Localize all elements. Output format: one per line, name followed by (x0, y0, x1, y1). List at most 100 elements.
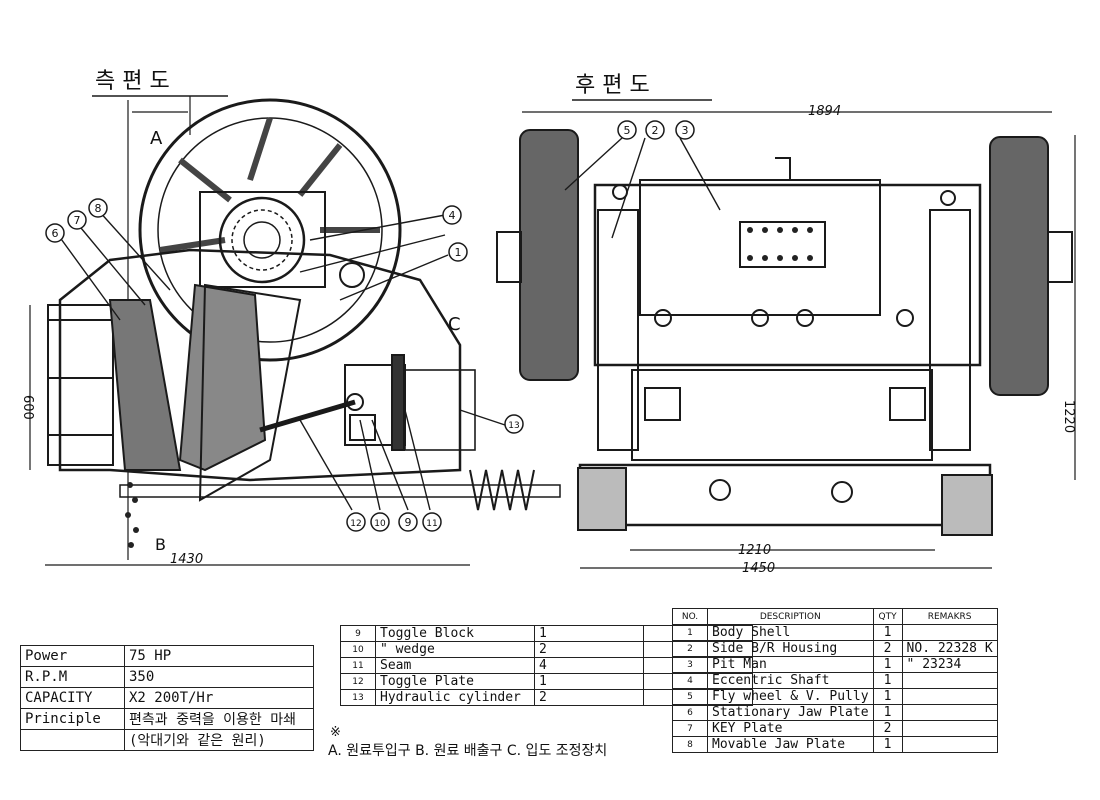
callout-10: 10 (370, 512, 390, 532)
part-qty: 1 (872, 672, 903, 689)
tension-spring (469, 469, 535, 511)
part-qty: 1 (872, 688, 903, 705)
part-desc: Seam (375, 657, 535, 674)
side-view-title: 측 편 도 (95, 69, 170, 94)
dim-side-width: 1430 (170, 552, 203, 567)
stationary-jaw (108, 299, 182, 471)
part-desc: Side B/R Housing (707, 640, 874, 657)
spec-key: R.P.M (20, 666, 125, 688)
part-no: 12 (340, 673, 376, 690)
part-desc: Toggle Plate (375, 673, 535, 690)
part-rem: " 23234 (901, 656, 998, 673)
spec-key: CAPACITY (20, 687, 125, 709)
part-no: 11 (340, 657, 376, 674)
part-no: 8 (672, 736, 708, 753)
part-desc: Body Shell (707, 624, 874, 641)
dim-rear-overall: 1894 (808, 104, 841, 119)
parts-header-row: NO. DESCRIPTION QTY REMAKRS (672, 608, 998, 625)
rear-body (593, 183, 982, 367)
part-desc: KEY Plate (707, 720, 874, 737)
part-desc: Movable Jaw Plate (707, 736, 874, 753)
base-block-right (941, 474, 993, 536)
discharge-material (125, 482, 139, 548)
spec-value: 편측과 중력을 이용한 마쇄 (124, 708, 314, 730)
part-no: 3 (672, 656, 708, 673)
inspection-plate (739, 221, 826, 268)
legend-note: ※ A. 원료투입구 B. 원료 배출구 C. 입도 조정장치 (328, 725, 607, 760)
header-remarks: REMAKRS (901, 608, 998, 625)
callout-number: 1 (455, 246, 462, 259)
spec-value: 350 (124, 666, 314, 688)
part-rem (901, 624, 998, 641)
callout-number: 11 (426, 519, 437, 529)
callout-1: 1 (448, 242, 468, 262)
spec-value: (악대기와 같은 원리) (124, 729, 314, 751)
callout-number: 12 (350, 519, 361, 529)
part-rem (901, 720, 998, 737)
part-qty: 2 (534, 641, 644, 658)
dim-rear-inner: 1210 (738, 543, 771, 558)
part-qty: 1 (872, 736, 903, 753)
callout-7: 7 (67, 210, 87, 230)
callouts (55, 137, 721, 511)
movable-jaw (178, 283, 267, 472)
callout-13: 13 (504, 414, 524, 434)
callout-11: 11 (422, 512, 442, 532)
base-block-left (577, 467, 627, 531)
eccentric-bearing (218, 196, 306, 284)
part-no: 4 (672, 672, 708, 689)
part-qty: 1 (534, 625, 644, 642)
part-no: 9 (340, 625, 376, 642)
part-no: 10 (340, 641, 376, 658)
part-desc: Stationary Jaw Plate (707, 704, 874, 721)
spec-value: 75 HP (124, 645, 314, 667)
callout-number: 3 (682, 124, 689, 137)
part-desc: Toggle Block (375, 625, 535, 642)
part-qty: 1 (872, 704, 903, 721)
part-rem: NO. 22328 K (901, 640, 998, 657)
part-desc: " wedge (375, 641, 535, 658)
callout-12: 12 (346, 512, 366, 532)
header-no: NO. (672, 608, 708, 625)
callout-5: 5 (617, 120, 637, 140)
dim-side-height: 600 (20, 395, 35, 420)
part-desc: Fly wheel & V. Pully (707, 688, 874, 705)
part-no: 5 (672, 688, 708, 705)
part-no: 1 (672, 624, 708, 641)
part-desc: Pit Man (707, 656, 874, 673)
part-no: 2 (672, 640, 708, 657)
part-qty: 1 (534, 673, 644, 690)
part-qty: 4 (534, 657, 644, 674)
part-rem (901, 704, 998, 721)
dim-rear-base: 1450 (742, 561, 775, 576)
callout-3: 3 (675, 120, 695, 140)
spec-value: X2 200T/Hr (124, 687, 314, 709)
body-shell (58, 248, 462, 482)
rear-view: 후 편 도 1894 (496, 73, 1076, 576)
callout-8: 8 (88, 198, 108, 218)
rear-view-title: 후 편 도 (575, 73, 650, 98)
part-rem (901, 688, 998, 705)
part-qty: 2 (872, 720, 903, 737)
label-c: C (448, 314, 461, 335)
part-no: 6 (672, 704, 708, 721)
callout-number: 13 (508, 421, 519, 431)
spec-key: Principle (20, 708, 125, 730)
side-view: 측 편 도 A (20, 69, 561, 567)
callout-number: 6 (52, 227, 59, 240)
